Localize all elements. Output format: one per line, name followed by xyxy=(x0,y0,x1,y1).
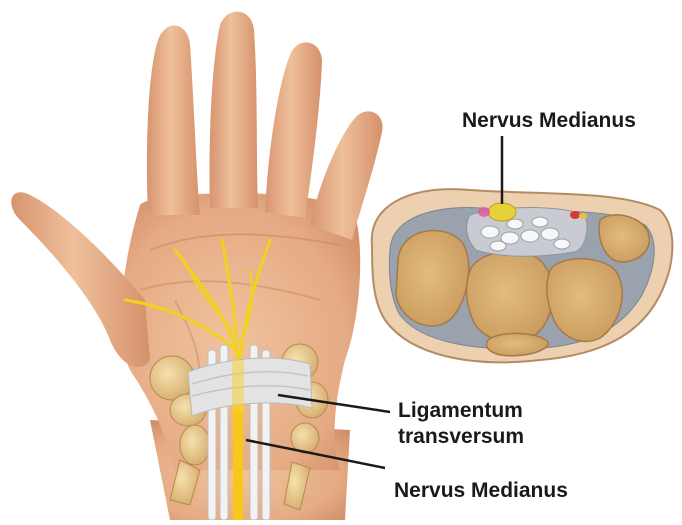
section-median-nerve xyxy=(488,203,516,221)
wrist-cross-section xyxy=(372,189,673,362)
index-finger xyxy=(147,25,200,215)
ring-finger xyxy=(265,42,322,218)
label-ligamentum: Ligamentum xyxy=(398,398,523,424)
label-nervus-medianus-top: Nervus Medianus xyxy=(462,108,636,134)
little-finger xyxy=(310,111,383,240)
label-nervus-medianus-bottom: Nervus Medianus xyxy=(394,478,568,504)
middle-finger xyxy=(209,12,258,208)
label-transversum: transversum xyxy=(398,424,524,450)
